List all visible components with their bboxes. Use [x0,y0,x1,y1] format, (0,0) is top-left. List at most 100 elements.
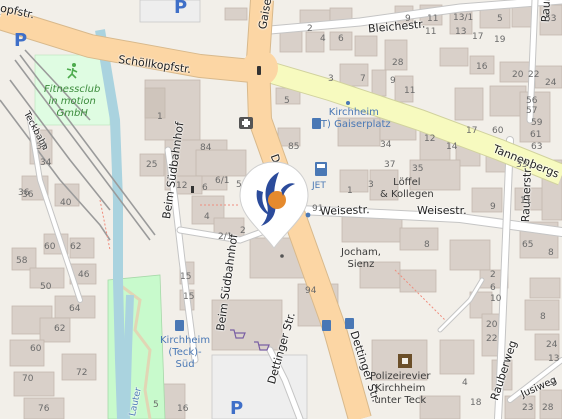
marker-logo-icon [256,172,295,226]
house-number: 8 [548,248,554,258]
house-number: 22 [486,334,498,344]
railways [0,49,156,241]
house-number: 62 [70,242,82,252]
house-number: 3 [328,74,334,84]
fitness-icon [66,63,78,79]
poi-line: (Teck)- [168,347,202,358]
house-number: 5 [236,180,242,190]
footpaths [99,199,446,321]
poi-jet-label: JET [312,181,326,191]
house-number: 46 [78,270,90,280]
house-number: 11 [520,196,532,206]
house-number: 60 [30,344,42,354]
house-number: 11 [427,14,439,24]
street-label: Raunerstr. [519,165,534,223]
location-marker[interactable] [237,160,311,250]
house-number: 2 [240,226,246,236]
house-number: 14 [446,142,458,152]
poi-fitness-label: Fitnessclub in motion GmbH [44,84,100,120]
house-number: 20 [486,320,498,330]
poi-line: unter Teck [374,395,427,406]
house-number: 57 [526,106,538,116]
poi-line: Kirchheim [328,107,379,118]
house-number: 3 [368,180,374,190]
house-number: 4 [462,378,468,388]
house-number: 5 [153,400,159,410]
poi-line: Süd [175,359,195,370]
house-number: 35 [412,164,424,174]
parking-label-left: P [14,30,28,51]
house-number: 64 [69,304,81,314]
police-icon [398,354,412,368]
house-number: 19 [494,35,506,45]
house-number: 1 [347,186,353,196]
poi-line: Fitnessclub [44,84,101,95]
center-dot [280,254,284,258]
house-number: 8 [424,240,430,250]
house-number: 6 [490,283,496,293]
house-number: 59 [531,118,543,128]
house-number: 13 [548,354,560,364]
house-number: 56 [526,96,538,106]
house-number: 8 [540,312,546,322]
house-number: 11 [425,27,437,37]
house-number: 40 [60,198,72,208]
bus-stop-markers [175,118,354,331]
house-number: 33 [516,160,528,170]
house-number: 5 [284,96,290,106]
house-number: 28 [392,58,404,68]
poi-loeffel-label: Löffel & Kollegen [380,177,434,201]
house-number: 9 [550,378,556,388]
water [95,29,134,419]
stop-dots [305,101,350,218]
medical-icon [239,117,253,129]
parking-label-top: P [174,0,188,18]
house-number: 65 [522,240,534,250]
poi-jocham-label: Jocham, Sienz [341,247,381,271]
house-number: 37 [384,160,396,170]
poi-line: Kirchheim [160,335,211,346]
house-number: 15 [183,292,195,302]
poi-stop-teck-sued-label: Kirchheim (Teck)- Süd [160,335,210,371]
house-number: 61 [530,130,542,140]
poi-line: (T) Gaiserplatz [317,119,391,130]
house-number: 2/1 [218,232,233,242]
house-number: 62 [54,324,66,334]
poi-line: Löffel [393,177,421,188]
house-number: 16 [476,62,488,72]
house-number: 17 [466,126,478,136]
poi-line: in motion [48,96,96,107]
house-number: 24 [545,78,557,88]
poi-stop-gaiserplatz-label: Kirchheim (T) Gaiserplatz [317,107,391,131]
house-number: 85 [288,142,300,152]
house-number: 18 [470,398,482,408]
house-number: 6/1 [215,176,230,186]
house-number: 7 [360,74,366,84]
poi-line: Kirchheim [375,383,426,394]
house-number: 13 [455,27,467,37]
street-label: Weisestr. [319,203,370,218]
house-number: 94 [305,286,317,296]
house-number: 1 [157,112,163,122]
house-number: 50 [40,282,52,292]
house-number: 13/1 [453,13,474,23]
house-number: 12 [424,134,436,144]
house-number: 6 [338,34,344,44]
house-number: 2 [307,24,313,34]
poi-line: Jocham, [341,247,381,258]
parking-label-bottom: P [230,398,244,419]
house-number: 5 [497,14,503,24]
house-number: 76 [38,404,50,414]
house-number: 4 [204,212,210,222]
traffic-signal-icons [191,66,261,193]
house-number: 84 [200,143,212,153]
house-number: 17 [472,32,484,42]
house-number: 72 [76,368,88,378]
house-number: 6 [202,183,208,193]
shopping-cart-icons [230,329,270,351]
house-number: 91 [312,204,324,214]
house-number: 32 [36,142,48,152]
poi-polizei-label: Polizeirevier Kirchheim unter Teck [370,371,431,407]
